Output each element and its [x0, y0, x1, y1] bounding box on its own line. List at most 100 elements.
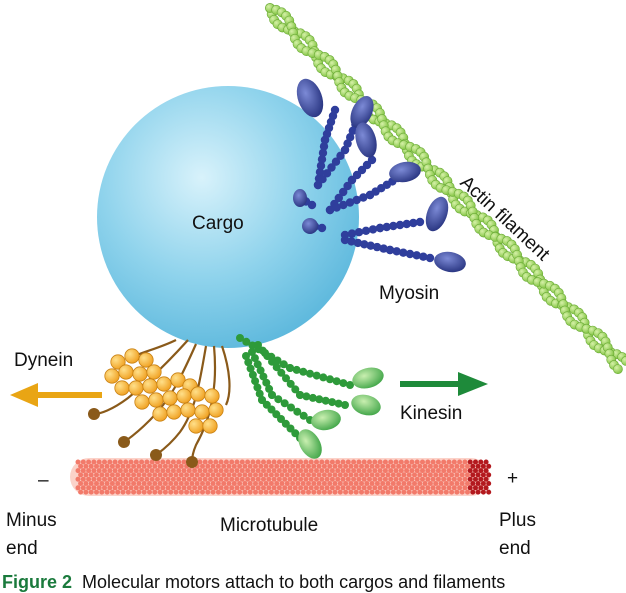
tubulin-bead [380, 472, 385, 477]
tubulin-bead [113, 477, 118, 482]
tubulin-bead [322, 481, 327, 486]
tubulin-bead [476, 464, 481, 469]
tubulin-bead [378, 468, 383, 473]
tubulin-bead [394, 468, 399, 473]
tubulin-bead [232, 464, 237, 469]
tubulin-bead [388, 485, 393, 490]
tubulin-bead [383, 477, 388, 482]
tubulin-bead [341, 485, 346, 490]
tubulin-bead [129, 468, 134, 473]
tubulin-bead [478, 485, 483, 490]
tubulin-bead [174, 464, 179, 469]
tubulin-bead [235, 460, 240, 465]
tubulin-bead [415, 460, 420, 465]
tubulin-bead [258, 464, 263, 469]
tubulin-bead [444, 481, 449, 486]
tubulin-bead [447, 477, 452, 482]
tubulin-bead [481, 481, 486, 486]
tubulin-bead [168, 481, 173, 486]
tubulin-bead [420, 468, 425, 473]
tubulin-bead [91, 468, 96, 473]
tubulin-bead [261, 485, 266, 490]
dynein-ball [191, 387, 205, 401]
tubulin-bead [280, 481, 285, 486]
tubulin-bead [401, 490, 406, 495]
figure-number: Figure 2 [2, 572, 72, 592]
tubulin-bead [102, 460, 107, 465]
tubulin-bead [285, 490, 290, 495]
tubulin-bead [417, 481, 422, 486]
tubulin-bead [107, 485, 112, 490]
tubulin-bead [224, 460, 229, 465]
tubulin-bead [174, 490, 179, 495]
tubulin-bead [142, 472, 147, 477]
tubulin-bead [245, 477, 250, 482]
tubulin-bead [235, 468, 240, 473]
tubulin-bead [452, 485, 457, 490]
tubulin-bead [129, 477, 134, 482]
tubulin-bead [235, 477, 240, 482]
tubulin-bead [248, 472, 253, 477]
tubulin-bead [433, 464, 438, 469]
tubulin-bead [306, 472, 311, 477]
tubulin-bead [166, 485, 171, 490]
tubulin-bead [295, 490, 300, 495]
tubulin-bead [288, 460, 293, 465]
tubulin-bead [248, 464, 253, 469]
tubulin-bead [327, 490, 332, 495]
tubulin-bead [240, 468, 245, 473]
tubulin-bead [301, 481, 306, 486]
tubulin-bead [341, 468, 346, 473]
tubulin-bead [266, 460, 271, 465]
dynein-ball [115, 381, 129, 395]
tubulin-bead [330, 477, 335, 482]
dynein-ball [177, 389, 191, 403]
tubulin-bead [211, 472, 216, 477]
tubulin-bead [245, 468, 250, 473]
tubulin-bead [277, 468, 282, 473]
tubulin-bead [444, 490, 449, 495]
tubulin-bead [314, 460, 319, 465]
tubulin-bead [484, 485, 489, 490]
tubulin-bead [237, 490, 242, 495]
tubulin-bead [343, 481, 348, 486]
tubulin-bead [160, 485, 165, 490]
tubulin-bead [203, 468, 208, 473]
tubulin-bead [311, 472, 316, 477]
tubulin-bead [126, 490, 131, 495]
tubulin-bead [306, 464, 311, 469]
tubulin-bead [139, 460, 144, 465]
tubulin-bead [309, 477, 314, 482]
tubulin-bead [428, 481, 433, 486]
dynein-ball [143, 379, 157, 393]
tubulin-bead [452, 477, 457, 482]
tubulin-bead [221, 464, 226, 469]
tubulin-bead [441, 468, 446, 473]
tubulin-bead [256, 460, 261, 465]
tubulin-bead [203, 485, 208, 490]
tubulin-bead [441, 485, 446, 490]
tubulin-bead [481, 464, 486, 469]
tubulin-bead [428, 472, 433, 477]
tubulin-bead [110, 472, 115, 477]
tubulin-bead [293, 477, 298, 482]
tubulin-bead [378, 460, 383, 465]
tubulin-bead [372, 477, 377, 482]
tubulin-bead [370, 472, 375, 477]
tubulin-bead [351, 477, 356, 482]
tubulin-bead [131, 472, 136, 477]
tubulin-bead [420, 460, 425, 465]
tubulin-bead [219, 460, 224, 465]
tubulin-bead [407, 481, 412, 486]
tubulin-bead [144, 468, 149, 473]
caption-text: Molecular motors attach to both cargos a… [82, 572, 505, 592]
tubulin-bead [272, 468, 277, 473]
dynein-motors [88, 340, 229, 468]
tubulin-bead [179, 490, 184, 495]
tubulin-bead [303, 485, 308, 490]
tubulin-bead [189, 490, 194, 495]
tubulin-bead [401, 472, 406, 477]
tubulin-bead [301, 490, 306, 495]
tubulin-bead [441, 460, 446, 465]
dynein-direction-arrow [10, 383, 102, 407]
